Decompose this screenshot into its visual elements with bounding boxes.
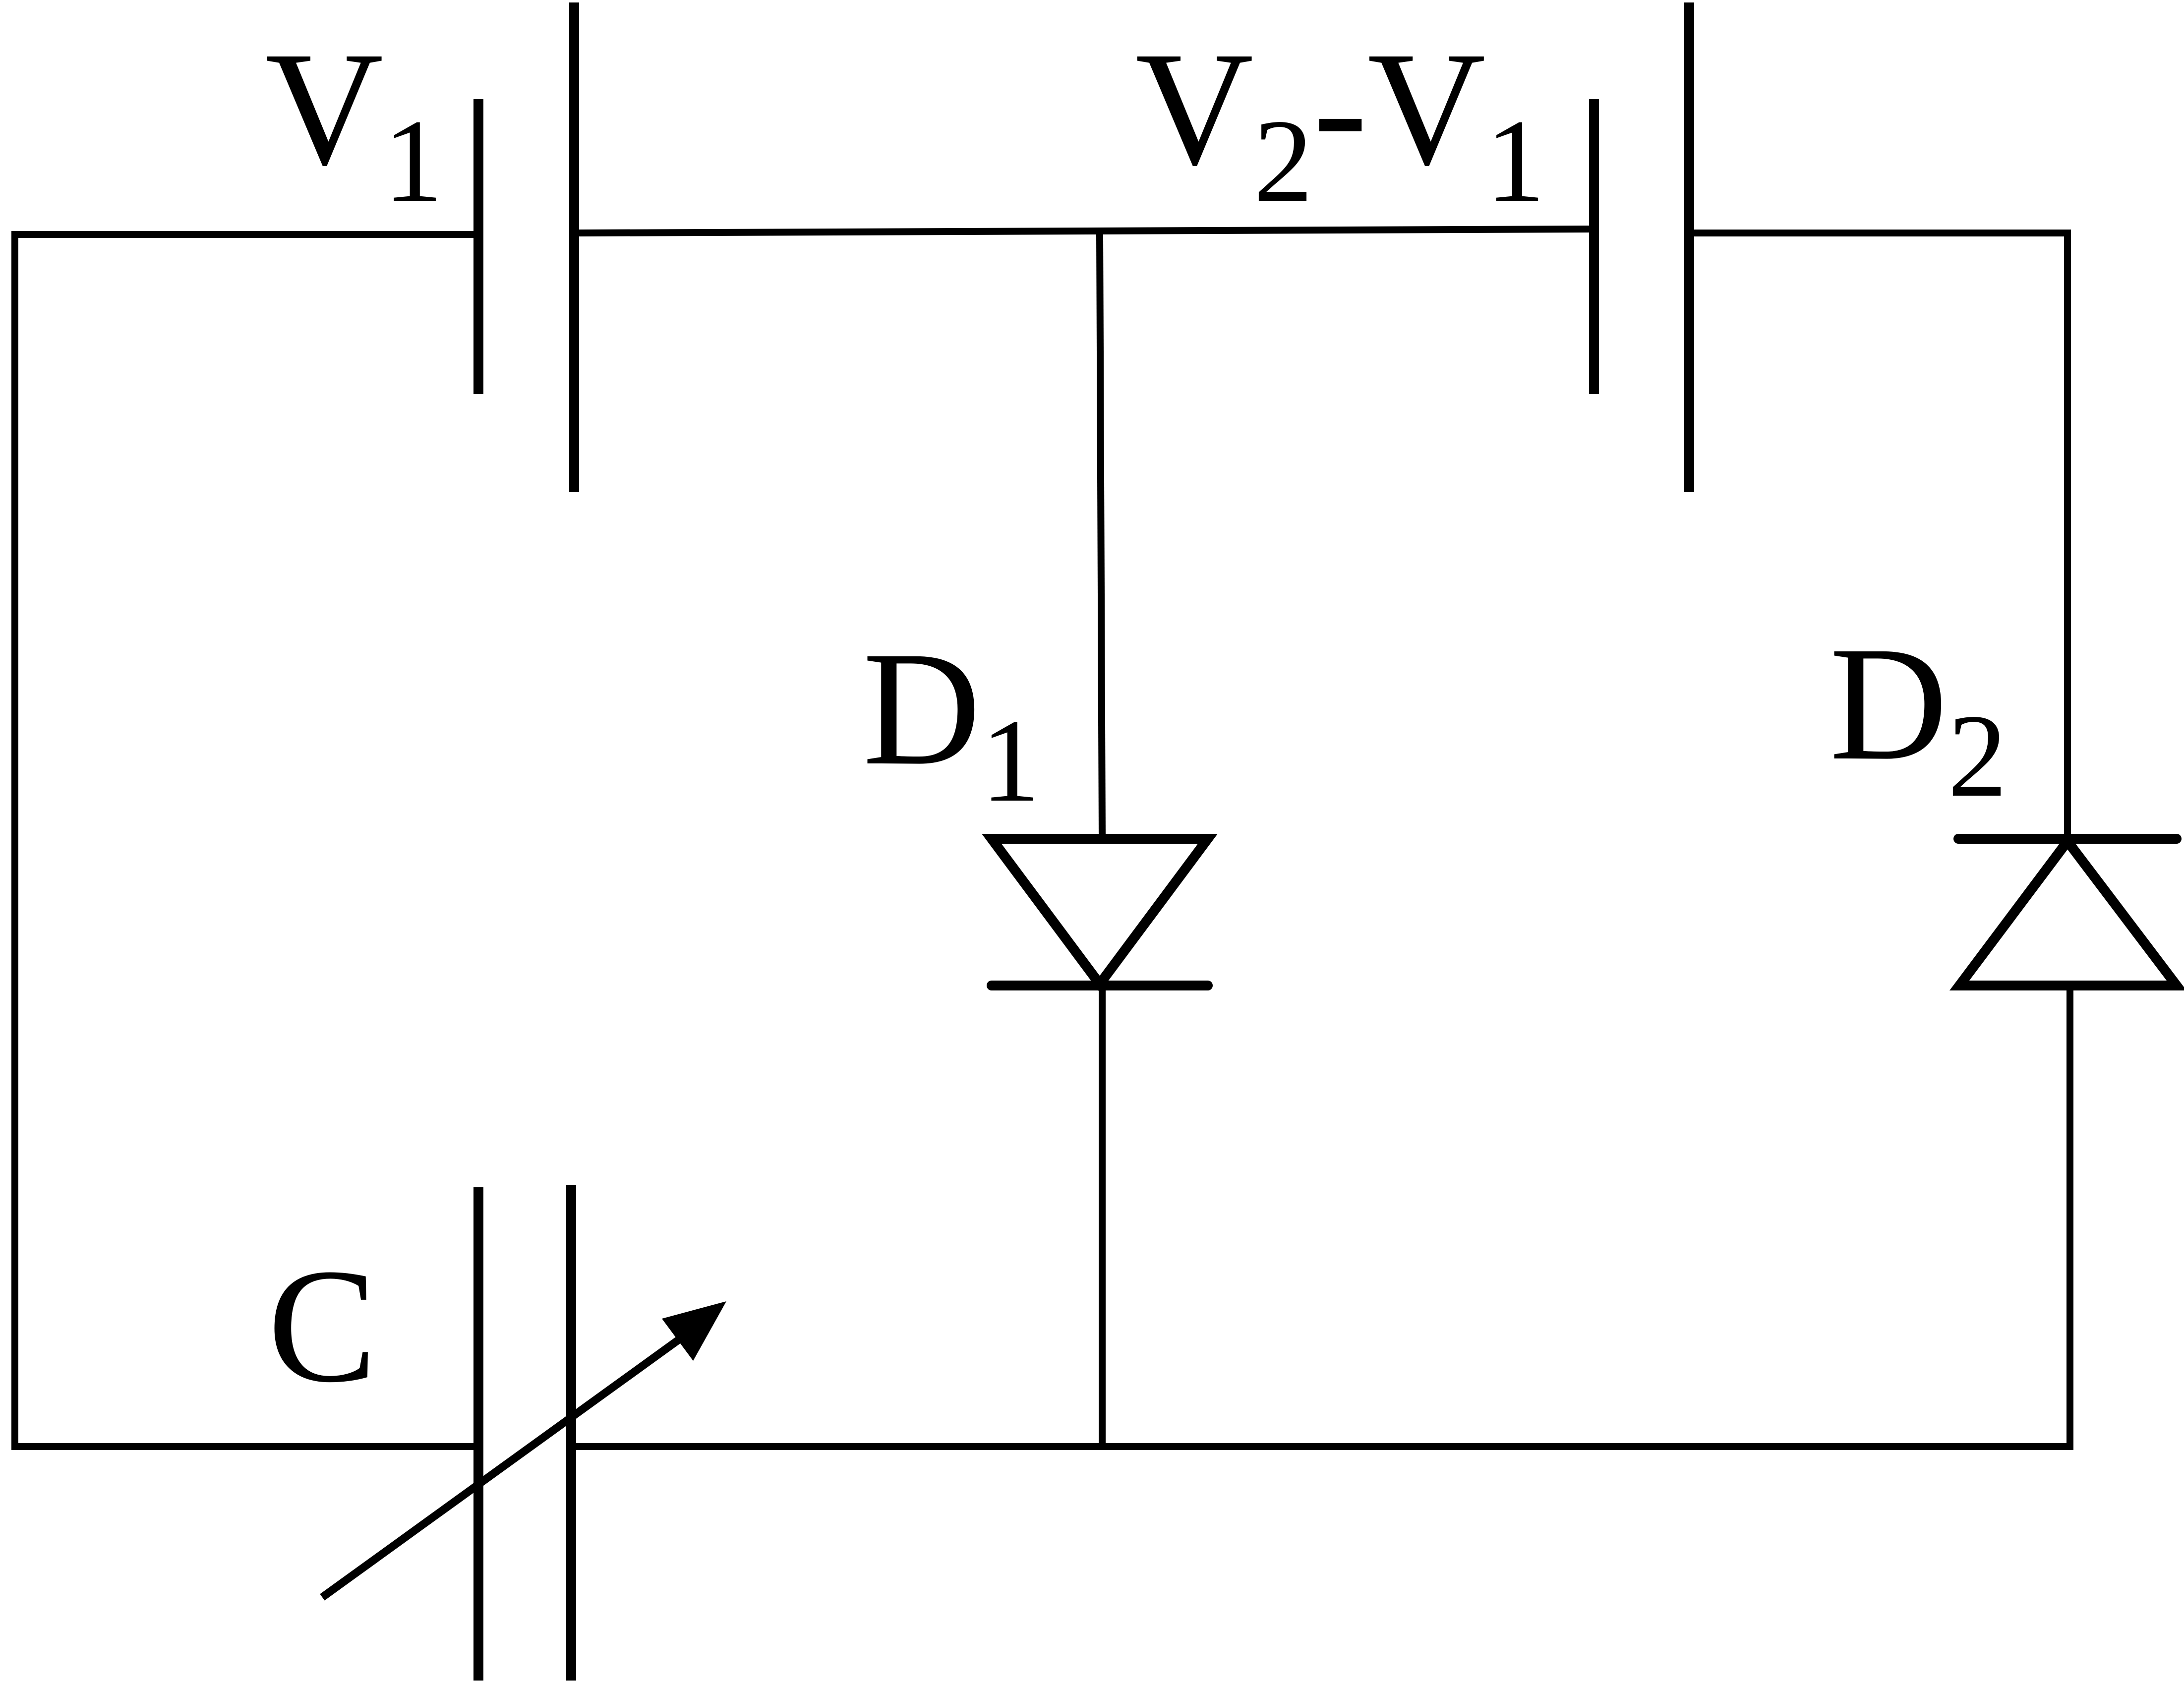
wire-top-right	[1689, 230, 2071, 839]
label-c: C	[268, 1235, 377, 1416]
label-d1: D1	[863, 618, 1040, 826]
label-v2-minus-v1: V2-V1	[1135, 18, 1545, 227]
diode-d1-triangle	[982, 834, 1218, 992]
wire-d1-top	[1096, 231, 1106, 838]
variable-capacitor-c	[320, 1185, 726, 1681]
label-v1: V1	[265, 18, 443, 227]
battery-v1	[473, 2, 579, 492]
wire-bottom	[574, 987, 2073, 1450]
diode-d1	[982, 834, 1218, 992]
labels: V1 V2-V1 D1 D2 C	[265, 18, 2007, 1416]
wires	[11, 226, 2073, 1450]
diode-d2	[1949, 833, 2184, 990]
wire-top-middle	[574, 226, 1592, 236]
capacitor-variable-arrow-shaft	[320, 1325, 697, 1601]
label-d2: D2	[1830, 613, 2007, 821]
wire-left-loop	[11, 231, 478, 1450]
arrow-head-icon	[662, 1301, 726, 1361]
diode-d2-triangle	[1949, 833, 2184, 990]
battery-v2-minus-v1	[1589, 2, 1694, 492]
